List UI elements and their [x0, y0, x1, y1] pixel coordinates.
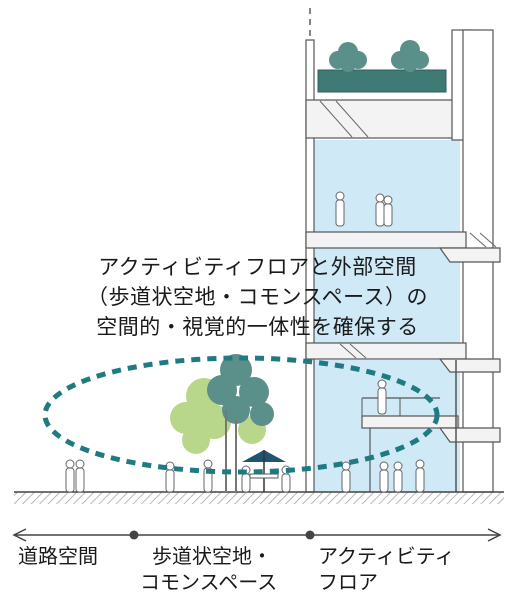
floor-slab-3	[305, 342, 467, 360]
mezzanine-slab	[361, 415, 459, 429]
caption-line-3: 空間的・視覚的一体性を確保する	[96, 315, 419, 339]
zone-marker-left	[129, 530, 139, 540]
roof-slab	[305, 99, 457, 139]
zone-label-activity-1: アクティビティ	[318, 544, 455, 568]
zone-marker-right	[305, 530, 315, 540]
rooftop-tree-left	[329, 42, 367, 72]
zone-label-road: 道路空間	[18, 544, 98, 568]
caption-line-2: （歩道状空地・コモンスペース）の	[86, 285, 429, 309]
people-upper	[335, 191, 393, 415]
building	[305, 8, 501, 493]
ground-hatch	[14, 492, 504, 504]
caption-line-1: アクティビティフロアと外部空間	[98, 255, 417, 279]
caption-block: アクティビティフロアと外部空間 （歩道状空地・コモンスペース）の 空間的・視覚的…	[0, 252, 515, 342]
tree-trunks	[225, 410, 237, 492]
rooftop-planter	[317, 69, 447, 93]
integration-ellipse	[42, 355, 440, 475]
tree-light	[170, 378, 266, 454]
zone-label-sidewalk-1: 歩道状空地・	[152, 544, 272, 568]
zone-arrow	[12, 528, 502, 542]
tree-dark	[207, 354, 274, 426]
zone-label-sidewalk-2: コモンスペース	[140, 570, 278, 594]
floor-slab-2	[305, 231, 467, 249]
zone-label-activity-2: フロア	[318, 570, 378, 594]
rooftop-tree-right	[391, 40, 429, 72]
cafe-umbrella	[242, 450, 286, 492]
ground	[14, 491, 504, 504]
glass-floor-2	[312, 248, 460, 343]
